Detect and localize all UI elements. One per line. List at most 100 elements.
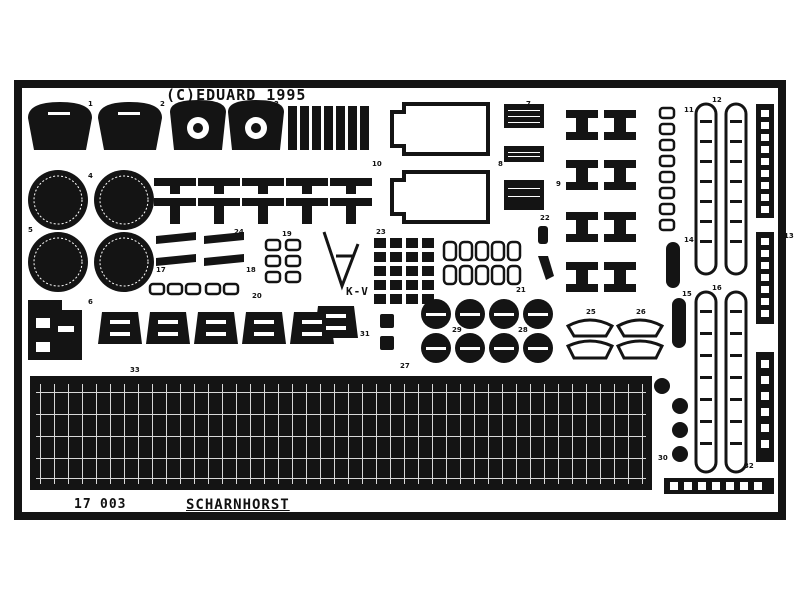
- mast-frame: [322, 231, 360, 291]
- sheet-number: 17: [74, 497, 92, 512]
- sheet-code: 003: [100, 497, 127, 512]
- railing-stanchion: [82, 384, 83, 484]
- mast-marking: K-V: [346, 285, 369, 298]
- splinter-shields: [98, 306, 358, 344]
- chain-ladders: [694, 102, 748, 474]
- railing-stanchion: [110, 384, 111, 484]
- pill-parts: [442, 240, 522, 286]
- railing-stanchion: [586, 384, 587, 484]
- square-grid: [374, 238, 434, 304]
- railing-stanchion: [544, 384, 545, 484]
- railing-stanchion: [600, 384, 601, 484]
- railing-stanchion: [166, 384, 167, 484]
- railing-stanchion: [558, 384, 559, 484]
- railing-stanchion: [628, 384, 629, 484]
- railing-stanchion: [306, 384, 307, 484]
- railing-rail: [36, 392, 646, 393]
- railing-stanchion: [516, 384, 517, 484]
- copyright-mark: (C)EDUARD 1995: [166, 86, 307, 104]
- part-number: 24: [234, 228, 244, 236]
- railing-stanchion: [292, 384, 293, 484]
- part-number: 27: [400, 362, 410, 370]
- railing-stanchion: [488, 384, 489, 484]
- railing-stanchion: [348, 384, 349, 484]
- railing-stanchion: [40, 384, 41, 484]
- part-number: 26: [636, 308, 646, 316]
- part-number: 13: [784, 232, 794, 240]
- railing-stanchion: [404, 384, 405, 484]
- part-number: 32: [744, 462, 754, 470]
- part-number: 18: [246, 266, 256, 274]
- railing-stanchion: [68, 384, 69, 484]
- part-number: 5: [28, 226, 33, 234]
- railing-stanchion: [180, 384, 181, 484]
- railing-stanchion: [642, 384, 643, 484]
- railing-stanchion: [208, 384, 209, 484]
- lens-shields: [565, 318, 665, 360]
- railing-stanchion: [278, 384, 279, 484]
- part-number: 30: [658, 454, 668, 462]
- railing-stanchion: [320, 384, 321, 484]
- part-number: 16: [712, 284, 722, 292]
- part-number: 33: [130, 366, 140, 374]
- h-shaped-parts: [566, 110, 636, 292]
- railing-stanchion: [530, 384, 531, 484]
- part-number: 20: [252, 292, 262, 300]
- railing-stanchion: [222, 384, 223, 484]
- part-number: 19: [282, 230, 292, 238]
- part-number: 14: [684, 236, 694, 244]
- hooks: [538, 226, 554, 280]
- part-number: 21: [516, 286, 526, 294]
- small-bracket-pair: [380, 314, 394, 350]
- railing-stanchion: [432, 384, 433, 484]
- t-brackets: [154, 178, 372, 224]
- part-number: 6: [88, 298, 93, 306]
- part-number: 10: [372, 160, 382, 168]
- railing-grid-lines: [36, 384, 646, 484]
- railing-sheet-right: [600, 376, 652, 490]
- railing-stanchion: [54, 384, 55, 484]
- part-number: 15: [682, 290, 692, 298]
- small-chips: [148, 238, 302, 296]
- part-number: 9: [556, 180, 561, 188]
- railing-stanchion: [250, 384, 251, 484]
- railing-stanchion: [614, 384, 615, 484]
- railing-rail: [36, 478, 646, 479]
- part-number: 31: [360, 330, 370, 338]
- bead-chains: [654, 242, 688, 462]
- railing-stanchion: [418, 384, 419, 484]
- bar-pairs: [156, 232, 244, 266]
- part-number: 17: [156, 266, 166, 274]
- railing-stanchion: [264, 384, 265, 484]
- part-number: 4: [88, 172, 93, 180]
- part-number: 8: [498, 160, 503, 168]
- railing-stanchion: [124, 384, 125, 484]
- railing-stanchion: [194, 384, 195, 484]
- part-number: 23: [376, 228, 386, 236]
- subject-title: SCHARNHORST: [186, 497, 290, 513]
- part-number: 7: [526, 100, 531, 108]
- part-number: 25: [586, 308, 596, 316]
- railing-stanchion: [446, 384, 447, 484]
- vertical-strips: [288, 106, 369, 150]
- railing-sheet-block: [30, 376, 652, 490]
- railing-rail: [36, 436, 646, 437]
- outlined-frames: [390, 102, 490, 224]
- round-discs: [28, 170, 154, 292]
- round-vents: [421, 299, 553, 363]
- part-number: 11: [684, 106, 694, 114]
- small-rect-stack: [658, 106, 676, 232]
- railing-stanchion: [460, 384, 461, 484]
- railing-stanchion: [138, 384, 139, 484]
- railing-stanchion: [96, 384, 97, 484]
- railing-stanchion: [362, 384, 363, 484]
- railing-stanchion: [376, 384, 377, 484]
- railing-stanchion: [572, 384, 573, 484]
- part-number: 29: [452, 326, 462, 334]
- railing-sheet: [30, 376, 652, 490]
- part-number: 2: [160, 100, 165, 108]
- railing-stanchion: [390, 384, 391, 484]
- railing-stanchion: [502, 384, 503, 484]
